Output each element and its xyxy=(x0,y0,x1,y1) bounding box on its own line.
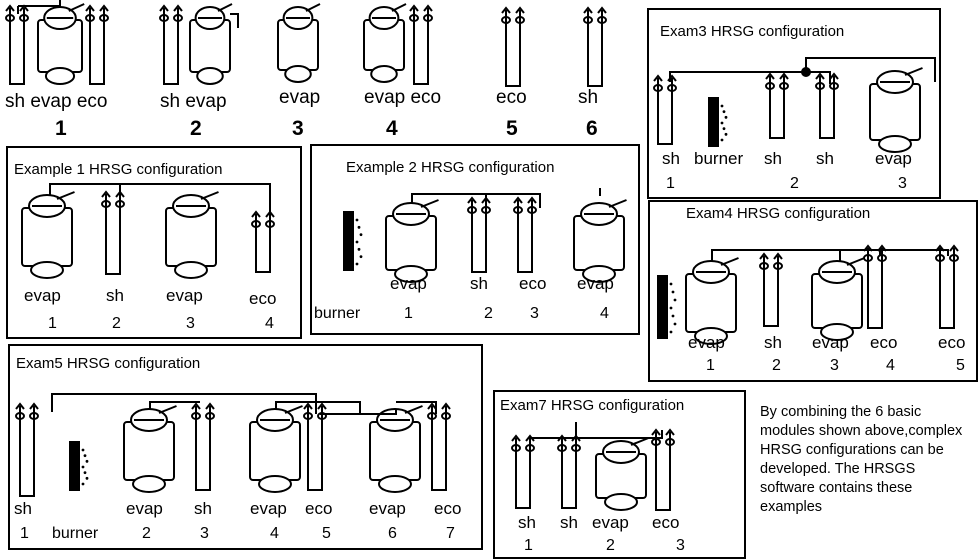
module-1-label: sh evap eco xyxy=(5,92,107,111)
mud-drum xyxy=(197,68,223,84)
exam3-label-sh3: sh xyxy=(816,150,834,167)
mud-drum xyxy=(46,68,74,84)
example2-number-3: 3 xyxy=(530,306,539,322)
exam4-number-4: 4 xyxy=(886,358,895,374)
drum-outlet xyxy=(392,4,406,11)
exam3-number-1: 1 xyxy=(666,176,675,192)
exam5-number-4: 4 xyxy=(270,526,279,542)
polyline-1 xyxy=(18,0,60,6)
example2-label-eco: eco xyxy=(519,275,546,292)
module-2-number: 2 xyxy=(190,118,202,139)
drum-outlet xyxy=(69,4,84,11)
exam4-number-3: 3 xyxy=(830,358,839,374)
example1-label-eco: eco xyxy=(249,290,276,307)
exam3-label-burner: burner xyxy=(694,150,743,167)
module-4-number: 4 xyxy=(386,118,398,139)
exam4-box xyxy=(648,200,978,382)
exam7-number-1: 1 xyxy=(524,538,533,554)
exam4-label-eco1: eco xyxy=(870,334,897,351)
exam5-label-evap2: evap xyxy=(250,500,287,517)
exam4-number-1: 1 xyxy=(706,358,715,374)
exam4-title: Exam4 HRSG configuration xyxy=(686,206,870,221)
exam7-number-3: 3 xyxy=(676,538,685,554)
exam5-label-sh2: sh xyxy=(194,500,212,517)
u-tube xyxy=(414,22,428,84)
example1-label-sh: sh xyxy=(106,287,124,304)
exam5-number-1: 1 xyxy=(20,526,29,542)
module-3-number: 3 xyxy=(292,118,304,139)
exam4-label-evap1: evap xyxy=(688,334,725,351)
example1-label-evap2: evap xyxy=(166,287,203,304)
example1-number-3: 3 xyxy=(186,316,195,332)
exam5-label-eco2: eco xyxy=(434,500,461,517)
drum-outlet xyxy=(218,4,232,11)
exam3-label-sh2: sh xyxy=(764,150,782,167)
example2-label-sh: sh xyxy=(470,275,488,292)
example2-label-evap1: evap xyxy=(390,275,427,292)
exam5-burner-label: burner xyxy=(52,526,98,542)
exam7-box xyxy=(493,390,746,559)
exam4-number-2: 2 xyxy=(772,358,781,374)
module-4-label: evap eco xyxy=(364,88,441,107)
exam5-number-7: 7 xyxy=(446,526,455,542)
example2-number-4: 4 xyxy=(600,306,609,322)
exam7-number-2: 2 xyxy=(606,538,615,554)
exam3-number-2: 2 xyxy=(790,176,799,192)
exam3-number-3: 3 xyxy=(898,176,907,192)
exam7-label-sh1: sh xyxy=(518,514,536,531)
exam5-box xyxy=(8,344,483,550)
exam5-number-5: 5 xyxy=(322,526,331,542)
module-1-number: 1 xyxy=(55,118,67,139)
example1-title: Example 1 HRSG configuration xyxy=(14,162,222,177)
example2-label-evap2: evap xyxy=(577,275,614,292)
module-5-label: eco xyxy=(496,88,527,107)
mud-drum xyxy=(285,66,311,82)
module-5-number: 5 xyxy=(506,118,518,139)
u-tube xyxy=(164,22,178,84)
exam3-label-sh1: sh xyxy=(662,150,680,167)
mud-drum xyxy=(371,66,397,82)
u-tube xyxy=(90,22,104,84)
exam7-title: Exam7 HRSG configuration xyxy=(500,398,684,413)
description-note: By combining the 6 basic modules shown a… xyxy=(760,403,972,517)
exam7-label-sh2: sh xyxy=(560,514,578,531)
drum-outlet xyxy=(306,4,320,11)
exam7-label-eco: eco xyxy=(652,514,679,531)
u-tube xyxy=(506,24,520,86)
exam4-label-eco2: eco xyxy=(938,334,965,351)
example2-number-2: 2 xyxy=(484,306,493,322)
exam3-label-evap: evap xyxy=(875,150,912,167)
exam5-label-evap1: evap xyxy=(126,500,163,517)
exam4-label-evap2: evap xyxy=(812,334,849,351)
exam5-label-evap3: evap xyxy=(369,500,406,517)
u-tube xyxy=(10,22,24,84)
module-2-label: sh evap xyxy=(160,92,227,111)
exam4-number-5: 5 xyxy=(956,358,965,374)
example1-number-4: 4 xyxy=(265,316,274,332)
module-6-number: 6 xyxy=(586,118,598,139)
u-tube xyxy=(588,24,602,86)
example1-number-1: 1 xyxy=(48,316,57,332)
exam5-title: Exam5 HRSG configuration xyxy=(16,356,200,371)
module-6-label: sh xyxy=(578,88,598,107)
example1-label-evap1: evap xyxy=(24,287,61,304)
example1-number-2: 2 xyxy=(112,316,121,332)
exam5-number-6: 6 xyxy=(388,526,397,542)
example2-number-1: 1 xyxy=(404,306,413,322)
exam4-label-sh: sh xyxy=(764,334,782,351)
exam5-number-2: 2 xyxy=(142,526,151,542)
exam5-label-sh1: sh xyxy=(14,500,32,517)
exam7-label-evap: evap xyxy=(592,514,629,531)
exam3-title: Exam3 HRSG configuration xyxy=(660,24,844,39)
exam5-label-eco1: eco xyxy=(305,500,332,517)
example2-burner-label: burner xyxy=(314,306,360,322)
exam5-number-3: 3 xyxy=(200,526,209,542)
module-3-label: evap xyxy=(279,88,320,107)
example2-title: Example 2 HRSG configuration xyxy=(346,160,554,175)
polyline-2 xyxy=(230,14,238,28)
